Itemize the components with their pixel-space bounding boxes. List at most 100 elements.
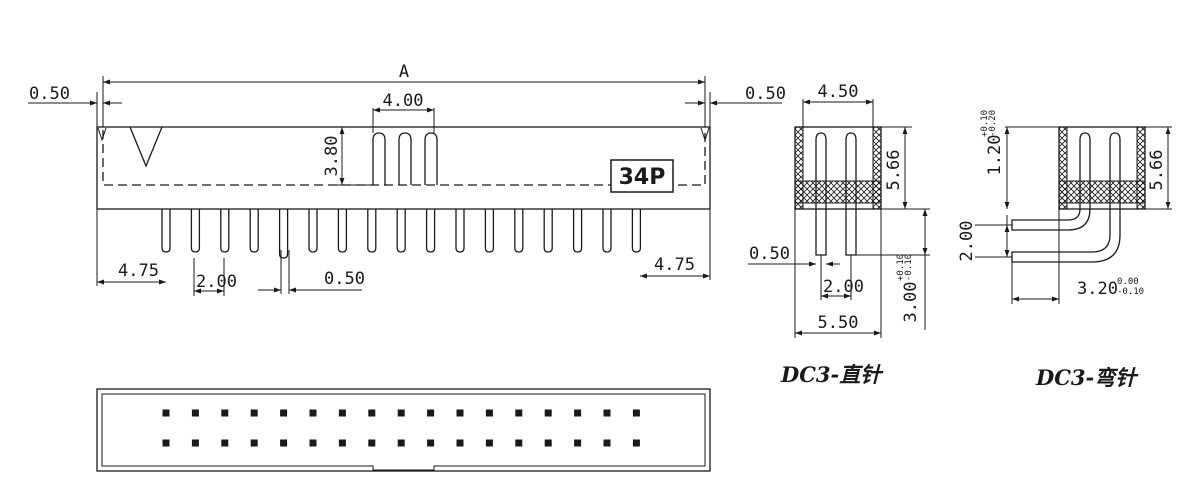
dim-right-edge: 4.75 bbox=[654, 255, 695, 275]
front-pin bbox=[278, 209, 289, 259]
pin-hole bbox=[397, 439, 405, 447]
pin-hole bbox=[603, 439, 611, 447]
pin-hole bbox=[191, 409, 199, 417]
front-pin bbox=[602, 209, 612, 253]
front-pin bbox=[514, 209, 524, 253]
straight-dim-base: 5.50 bbox=[818, 313, 859, 333]
front-pin bbox=[631, 209, 642, 253]
pin-hole bbox=[485, 439, 493, 447]
pin-hole bbox=[191, 439, 199, 447]
pin-hole bbox=[368, 439, 376, 447]
dim-left-offset: 0.50 bbox=[29, 84, 70, 104]
straight-body-outline bbox=[794, 126, 882, 210]
bent-pin-1 bbox=[1011, 132, 1091, 231]
straight-tol-upper: +0.10 bbox=[896, 254, 906, 281]
top-pins bbox=[372, 108, 438, 185]
front-left-notch bbox=[97, 127, 107, 142]
front-pin bbox=[543, 209, 553, 253]
pin-hole bbox=[456, 409, 464, 417]
bottom-pins bbox=[161, 209, 642, 259]
bent-dim-bend-length: 3.20 bbox=[1077, 279, 1118, 299]
straight-caption: DC3-直针 bbox=[780, 362, 884, 387]
bent-tol-bend-upper: 0.00 bbox=[1117, 277, 1139, 287]
pin-hole bbox=[397, 409, 405, 417]
dim-pin-width: 0.50 bbox=[324, 269, 365, 289]
bent-tol-height-lower: -0.20 bbox=[988, 110, 998, 137]
bent-pin-2 bbox=[1011, 132, 1121, 263]
bottom-outer-outline bbox=[96, 388, 711, 472]
front-pin bbox=[220, 209, 230, 253]
front-right-notch bbox=[700, 127, 710, 142]
pin-hole bbox=[485, 409, 493, 417]
bent-tol-height-upper: +0.10 bbox=[980, 110, 990, 137]
bent-caption: DC3-弯针 bbox=[1035, 365, 1139, 390]
front-pin bbox=[572, 209, 583, 253]
pin-hole bbox=[427, 439, 435, 447]
dim-left-edge: 4.75 bbox=[118, 261, 159, 281]
front-pin bbox=[425, 209, 436, 253]
front-inner-dashed bbox=[102, 130, 706, 186]
dim-pitch-top: 4.00 bbox=[383, 91, 424, 111]
pin-hole bbox=[456, 439, 464, 447]
dim-pitch: 2.00 bbox=[196, 272, 237, 292]
hole-grid bbox=[162, 409, 640, 447]
bottom-inner-outline bbox=[101, 393, 706, 471]
straight-dim-pitch: 2.00 bbox=[823, 277, 864, 297]
front-pin bbox=[190, 209, 201, 253]
pin-hole bbox=[368, 409, 376, 417]
front-view: A 0.50 0.50 4.00 3.80 34P 4.75 4.75 bbox=[28, 62, 786, 296]
pin-hole bbox=[515, 439, 523, 447]
straight-dim-pin-length: 3.00 bbox=[901, 282, 921, 323]
bottom-view bbox=[96, 388, 711, 472]
pin-hole bbox=[544, 439, 552, 447]
pin-hole bbox=[280, 439, 288, 447]
pin-hole bbox=[162, 439, 170, 447]
side-view-bent: 1.20 +0.10 -0.20 5.66 2.00 3.20 0.00 -0.… bbox=[957, 110, 1172, 390]
bent-dim-pitch: 2.00 bbox=[957, 221, 977, 262]
straight-pin-2 bbox=[845, 132, 857, 256]
straight-tol-lower: -0.10 bbox=[904, 254, 914, 281]
pin-hole bbox=[250, 439, 258, 447]
dim-height: 3.80 bbox=[322, 136, 342, 177]
pin-hole bbox=[338, 439, 346, 447]
pin-hole bbox=[515, 409, 523, 417]
pin-hole bbox=[162, 409, 170, 417]
pin-hole bbox=[250, 409, 258, 417]
pin-hole bbox=[280, 409, 288, 417]
pin-hole bbox=[221, 409, 229, 417]
pin-hole bbox=[221, 439, 229, 447]
front-pin bbox=[337, 209, 348, 253]
straight-dim-pin-width: 0.50 bbox=[749, 244, 790, 264]
bent-tol-bend-lower: -0.10 bbox=[1117, 287, 1144, 297]
front-pin bbox=[396, 209, 406, 253]
straight-pin-1 bbox=[815, 132, 827, 256]
pin-hole bbox=[427, 409, 435, 417]
front-pin bbox=[484, 209, 495, 253]
pin-hole bbox=[309, 409, 317, 417]
pin-count-box bbox=[610, 159, 674, 193]
straight-dim-width-top: 4.50 bbox=[818, 82, 859, 102]
pin-hole bbox=[544, 409, 552, 417]
bent-dim-body-height: 5.66 bbox=[1147, 150, 1167, 191]
pin-hole bbox=[632, 439, 640, 447]
pin-hole bbox=[632, 409, 640, 417]
pin-hole bbox=[309, 439, 317, 447]
front-pin bbox=[455, 209, 465, 253]
front-pin bbox=[161, 209, 171, 253]
dim-right-offset: 0.50 bbox=[745, 84, 786, 104]
bent-dim-pin-height: 1.20 bbox=[985, 135, 1005, 176]
front-pin bbox=[367, 209, 377, 253]
front-pin bbox=[249, 209, 259, 253]
dim-a-label: A bbox=[399, 62, 409, 82]
polarity-mark bbox=[129, 126, 163, 168]
bent-body-outline bbox=[1058, 126, 1146, 210]
straight-dim-body-height: 5.66 bbox=[884, 150, 904, 191]
pin-hole bbox=[574, 439, 582, 447]
side-view-straight: 4.50 5.66 3.00 +0.10 -0.10 0.50 2.00 5.5… bbox=[748, 82, 930, 387]
front-body-outline bbox=[96, 126, 711, 210]
pin-hole bbox=[574, 409, 582, 417]
front-pin bbox=[308, 209, 318, 253]
pin-count-tag: 34P bbox=[619, 165, 666, 190]
pin-hole bbox=[338, 409, 346, 417]
